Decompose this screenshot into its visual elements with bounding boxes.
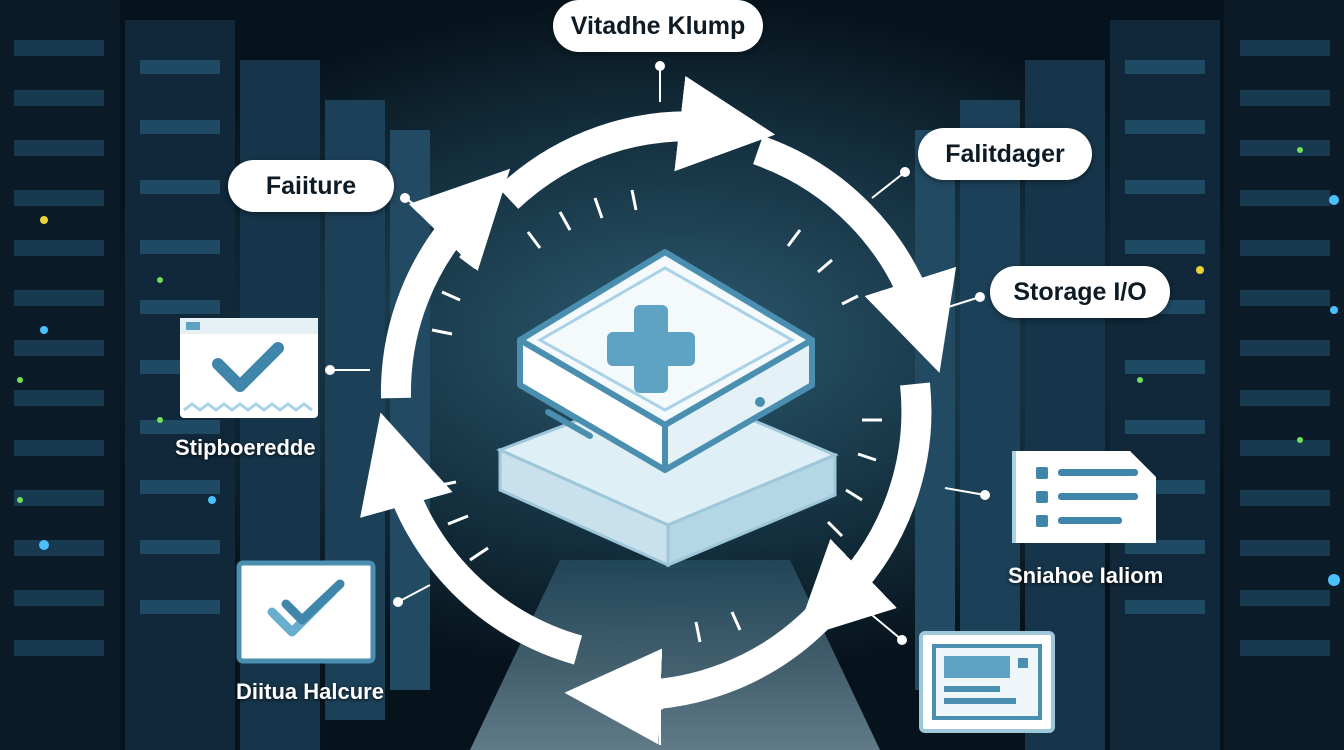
right-server-racks: [915, 0, 1344, 750]
list-document-icon: [1012, 451, 1156, 543]
label-upper-left: Faiiture: [228, 160, 394, 212]
caption-left: Stipboeredde: [175, 435, 316, 460]
label-upper-right: Falitdager: [918, 128, 1092, 180]
caption-right: Sniahoe Ialiom: [1008, 563, 1164, 588]
caption-bottom-left: Diitua Halcure: [236, 679, 384, 704]
double-check-icon: [236, 560, 376, 664]
server-health-plus-icon: [496, 249, 839, 568]
circular-arrows-icon: [360, 75, 957, 745]
label-top: Vitadhe Klump: [553, 0, 763, 52]
checkbox-window-icon: [180, 318, 318, 418]
monitor-icon: [919, 631, 1055, 733]
ring-tick-marks: [431, 189, 882, 643]
label-right: Storage I/O: [990, 266, 1170, 318]
